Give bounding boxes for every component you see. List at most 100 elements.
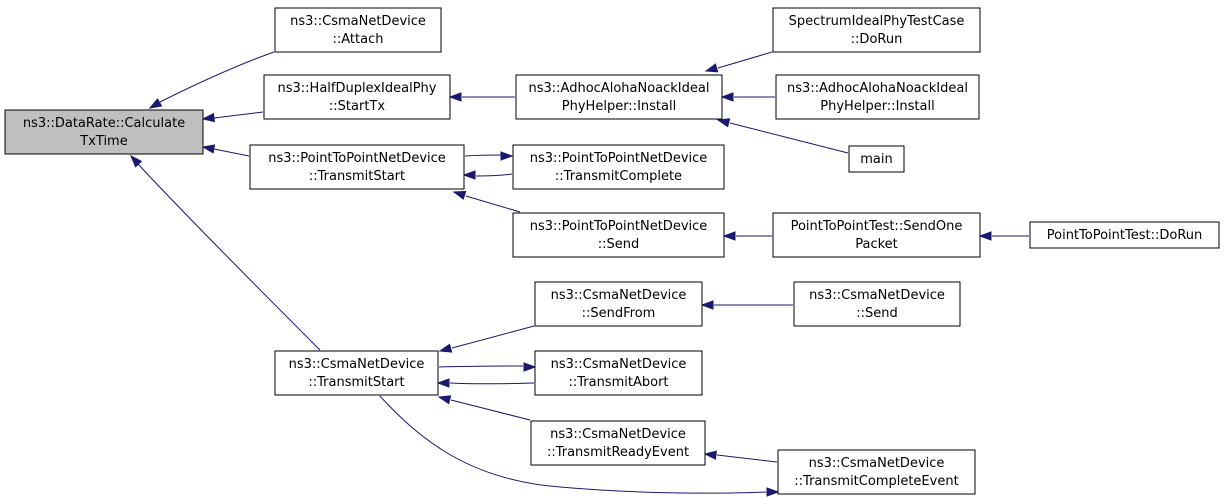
node-label-line: TxTime [79,134,127,149]
edge-line [213,148,250,157]
node-label-line: ::Send [598,237,640,252]
edge-arrowhead-icon [704,63,719,73]
node-box[interactable] [534,281,703,327]
node-label-line: ns3::CsmaNetDevice [551,288,687,303]
node-label-line: ns3::CsmaNetDevice [289,357,425,372]
node-label-line: ns3::CsmaNetDevice [809,456,945,471]
edges-layer [130,51,1029,497]
node-label-line: ::TransmitStart [308,375,404,390]
node-label-line: ns3::CsmaNetDevice [290,14,426,29]
node-box[interactable] [515,74,723,120]
node-label-line: ns3::AdhocAlohaNoackIdeal [529,81,710,96]
node-box[interactable] [534,350,703,396]
node-label-line: ns3::CsmaNetDevice [809,288,945,303]
edge-arrowhead-icon [700,300,714,310]
node-label-line: ::TransmitStart [309,169,405,184]
node-label-line: SpectrumIdealPhyTestCase [789,14,965,29]
edge-arrowhead-icon [720,92,734,102]
edge-line [716,454,778,463]
node-box[interactable] [772,212,981,258]
node-box[interactable] [772,7,981,53]
edge-arrowhead-icon [438,343,453,353]
node-csma_transmitstart[interactable]: ns3::CsmaNetDevice::TransmitStart [274,350,439,396]
edge-arrowhead-icon [436,378,450,388]
edge-line [729,122,849,154]
node-label-line: PhyHelper::Install [562,99,676,114]
edge-csma_attach-to-root [148,51,275,109]
edge-p2p_transmitstart-to-p2p_transmitcomplete [464,151,514,161]
edge-arrowhead-icon [148,98,163,109]
edge-arrowhead-icon [437,395,452,405]
edge-arrowhead-icon [500,151,514,161]
edge-p2ptest_dorun-to-p2ptest_sendone [978,231,1029,241]
edge-csma_sendfrom-to-csma_transmitstart [438,325,535,353]
edge-arrowhead-icon [201,112,215,123]
node-box[interactable] [274,7,442,53]
node-label-line: ns3::PointToPointNetDevice [268,151,446,166]
edge-line [450,399,531,421]
node-csma_attach[interactable]: ns3::CsmaNetDevice::Attach [274,7,442,53]
edge-line [464,154,502,157]
node-adhoc_install_2[interactable]: ns3::AdhocAlohaNoackIdealPhyHelper::Inst… [775,74,980,120]
node-label-line: ::TransmitAbort [568,375,668,390]
edge-csma_transmitstart-to-root [130,154,321,351]
edge-arrowhead-icon [448,92,462,102]
node-label-line: ns3::HalfDuplexIdealPhy [278,81,437,96]
node-label-line: ns3::CsmaNetDevice [551,357,687,372]
node-label-line: ::TransmitComplete [555,169,682,184]
node-box[interactable] [249,144,465,190]
node-main[interactable]: main [848,145,905,173]
node-p2p_transmitcomplete[interactable]: ns3::PointToPointNetDevice::TransmitComp… [512,144,725,190]
edge-csma_transmitabort-to-csma_transmitstart [436,378,535,388]
node-label-line: ns3::PointToPointNetDevice [530,151,708,166]
edge-arrowhead-icon [462,170,476,180]
node-csma_transmitabort[interactable]: ns3::CsmaNetDevice::TransmitAbort [534,350,703,396]
node-halfduplex_starttx[interactable]: ns3::HalfDuplexIdealPhy::StartTx [263,74,451,120]
edge-line [379,395,767,494]
node-box[interactable] [775,74,980,120]
node-box[interactable] [274,350,439,396]
edge-p2ptest_sendone-to-p2p_send [722,231,772,241]
edge-p2p_transmitstart-to-root [201,144,250,157]
node-csma_send[interactable]: ns3::CsmaNetDevice::Send [793,281,961,327]
edge-csma_transmitstart-to-csma_transmitabort [438,362,537,372]
node-label-line: PointToPointTest::SendOne [791,219,963,234]
node-adhoc_install_1[interactable]: ns3::AdhocAlohaNoackIdealPhyHelper::Inst… [515,74,723,120]
edge-csma_send-to-csma_sendfrom [700,300,793,310]
nodes-layer: ns3::DataRate::CalculateTxTimens3::CsmaN… [4,7,1220,495]
node-box[interactable] [263,74,451,120]
node-csma_transmitcomplete[interactable]: ns3::CsmaNetDevice::TransmitCompleteEven… [777,449,976,495]
node-p2p_transmitstart[interactable]: ns3::PointToPointNetDevice::TransmitStar… [249,144,465,190]
node-label-line: ns3::CsmaNetDevice [550,427,686,442]
edge-adhoc_install_2-to-adhoc_install_1 [720,92,775,102]
edge-arrowhead-icon [201,144,216,154]
node-csma_sendfrom[interactable]: ns3::CsmaNetDevice::SendFrom [534,281,703,327]
node-box[interactable] [4,109,204,155]
edge-line [438,365,524,368]
edge-line [213,111,264,119]
node-box[interactable] [530,420,706,466]
node-label-line: ::TransmitCompleteEvent [794,474,958,489]
node-csma_transmitready[interactable]: ns3::CsmaNetDevice::TransmitReadyEvent [530,420,706,466]
node-box[interactable] [1029,221,1220,249]
node-box[interactable] [512,212,725,258]
node-label-line: PhyHelper::Install [820,99,934,114]
node-box[interactable] [848,145,905,173]
edge-arrowhead-icon [722,231,736,241]
node-p2ptest_dorun[interactable]: PointToPointTest::DoRun [1029,221,1220,249]
node-box[interactable] [793,281,961,327]
edge-line [159,51,275,103]
edge-p2p_send-to-p2p_transmitstart [452,190,521,213]
edge-arrowhead-icon [766,487,780,497]
node-label-line: ::Send [856,306,898,321]
edge-halfduplex_starttx-to-root [201,111,264,123]
node-label-line: ns3::DataRate::Calculate [23,116,185,131]
edge-arrowhead-icon [703,450,717,460]
node-spectrum_dorun[interactable]: SpectrumIdealPhyTestCase::DoRun [772,7,981,53]
node-box[interactable] [512,144,725,190]
node-box[interactable] [777,449,976,495]
node-label-line: ::TransmitReadyEvent [547,445,689,460]
node-p2p_send[interactable]: ns3::PointToPointNetDevice::Send [512,212,725,258]
